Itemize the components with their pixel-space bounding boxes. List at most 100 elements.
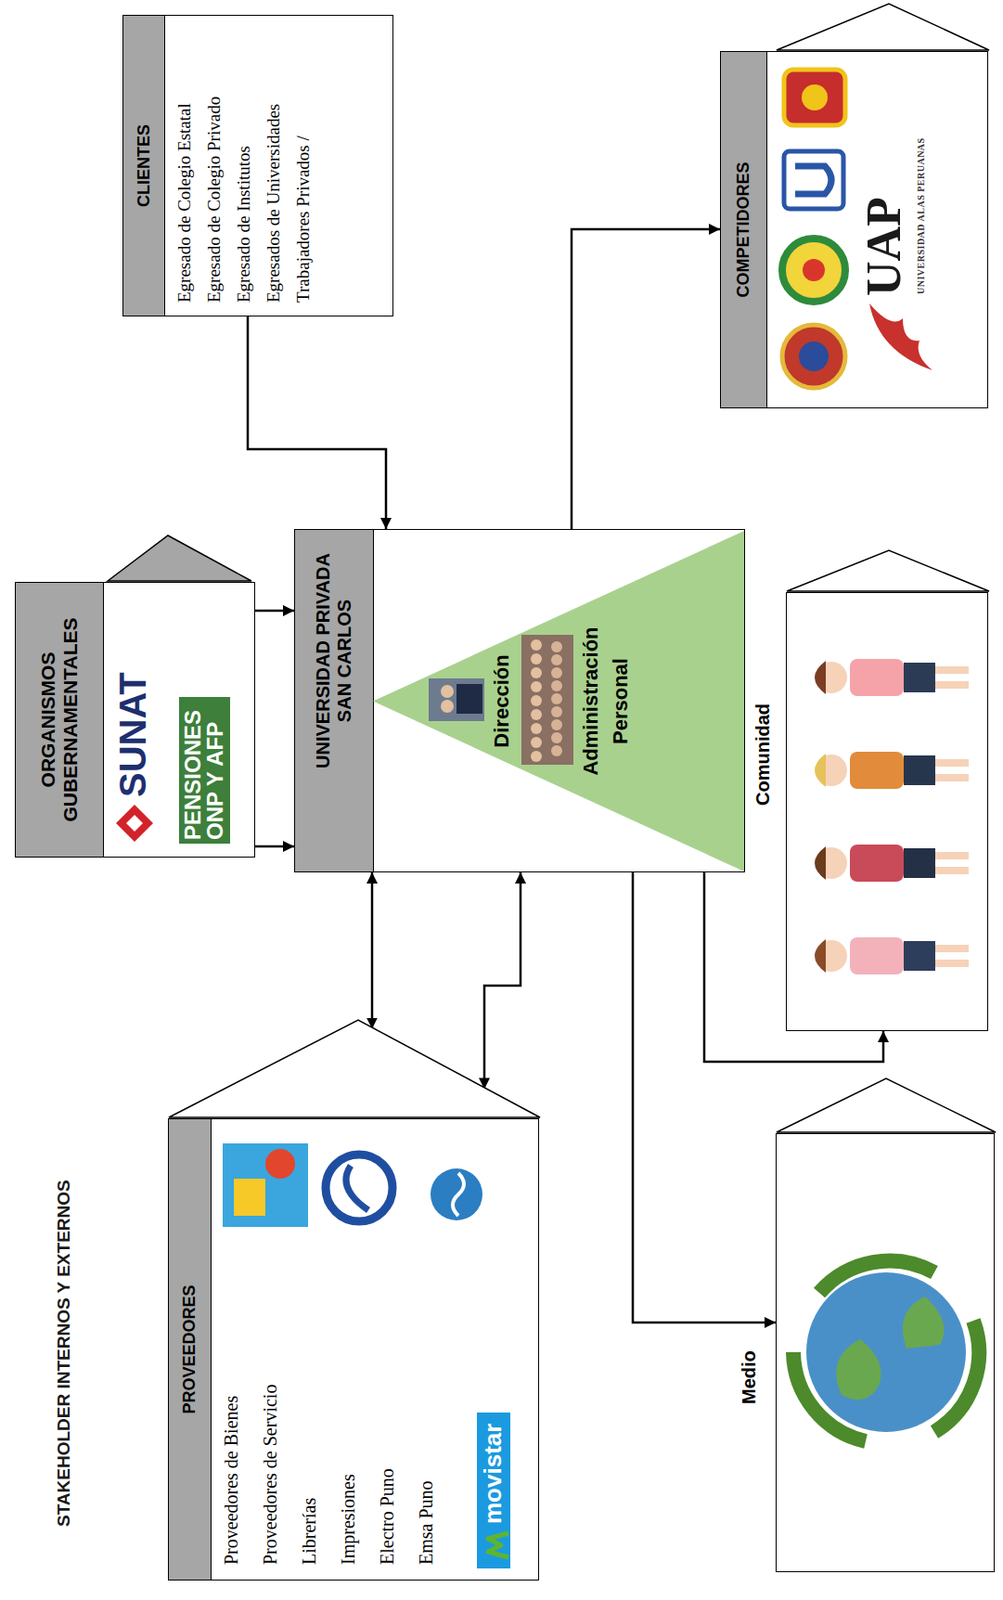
logo-text: PENSIONES ONP Y AFP: [179, 696, 231, 844]
header-label: CLIENTES: [134, 15, 155, 316]
person-hair: [814, 753, 826, 787]
connector: [371, 872, 374, 1029]
photo-person: [530, 653, 542, 665]
university-crest: [795, 166, 832, 194]
photo-person: [440, 684, 454, 698]
list-item: Librerías: [298, 1248, 321, 1565]
person-leg: [935, 866, 969, 875]
person-hair: [814, 938, 826, 973]
university-crest: [784, 69, 846, 126]
list-item: Emsa Puno: [415, 1248, 438, 1565]
group-heading: Medio: [737, 1350, 760, 1404]
stakeholder-box: ORGANISMOS GUBERNAMENTALES SUNAT PENSIONES…: [14, 581, 256, 858]
photo: [428, 678, 485, 721]
photo-person: [551, 706, 563, 718]
photo-person: [530, 681, 542, 693]
person-skirt: [903, 848, 936, 878]
university-crest: [784, 151, 844, 209]
header-label: ORGANISMOS GUBERNAMENTALES: [37, 582, 82, 857]
globe-land: [835, 1338, 881, 1400]
emsa-logo: [452, 1172, 464, 1216]
list-item: Proveedores de Servicio: [259, 1248, 282, 1565]
list-item: Proveedores de Bienes: [220, 1248, 243, 1565]
stakeholder-box: CLIENTES Egresado de Colegio Estatal Egres…: [122, 14, 394, 317]
person-body: [849, 751, 904, 789]
person-head: [815, 661, 848, 694]
uap-wing: [869, 303, 933, 371]
house-roof: [776, 3, 990, 51]
person-head: [815, 939, 848, 972]
person-leg: [935, 773, 969, 782]
group-label: Personal: [608, 530, 632, 872]
stakeholder-box: Medio: [775, 1132, 995, 1572]
person-leg: [935, 851, 969, 860]
node-illustration: [776, 1131, 996, 1571]
person-skirt: [903, 940, 936, 971]
connector: [255, 609, 295, 613]
list-item: Egresados de Universidades: [262, 24, 285, 303]
node-illustration: [372, 530, 745, 872]
house-roof: [168, 1019, 541, 1118]
cove-logo: [233, 1178, 266, 1216]
list-item: Trabajadores Privados /: [292, 24, 315, 303]
connector: [632, 872, 776, 1323]
person-hair: [814, 660, 826, 695]
company-logo: [325, 1154, 393, 1222]
node-illustration: [786, 591, 990, 1030]
university-crest: [798, 341, 829, 372]
movistar-m: [484, 1530, 511, 1559]
person-body: [849, 844, 904, 882]
person-body: [849, 937, 904, 975]
connector: [484, 872, 521, 1089]
connector: [571, 229, 721, 529]
connector: [247, 316, 386, 529]
connector: [255, 845, 295, 849]
university-crest: [782, 238, 846, 302]
photo-person: [456, 683, 483, 714]
photo-person: [551, 719, 563, 731]
photo-person: [551, 732, 563, 744]
recycle-arrow: [934, 1320, 979, 1432]
person-hair: [814, 846, 826, 880]
movistar-m: [488, 1532, 509, 1557]
hierarchy-node: Dirección AdministraciónPersonal: [372, 530, 745, 872]
photo-person: [530, 639, 542, 651]
photo-person: [551, 641, 563, 653]
photo-person: [551, 693, 563, 705]
company-logo: [346, 1165, 369, 1210]
person-skirt: [903, 755, 936, 785]
header-label: UNIVERSIDAD PRIVADA SAN CARLOS: [312, 533, 356, 788]
person-leg: [935, 959, 969, 967]
person-skirt: [903, 662, 936, 693]
logo-text: UNIVERSIDAD ALAS PERUANAS: [915, 137, 927, 295]
university-crest: [802, 258, 825, 282]
person-leg: [935, 681, 969, 689]
photo-person: [551, 654, 563, 666]
person-leg: [935, 758, 969, 767]
stakeholder-box: COMPETIDORESUAPUNIVERSIDAD ALAS PERUANAS: [720, 51, 989, 409]
group-label: Dirección: [489, 530, 514, 872]
photo: [521, 634, 574, 765]
list-item: Egresado de Institutos: [232, 24, 256, 303]
recycle-arrow: [793, 1351, 866, 1441]
emsa-logo: [430, 1168, 483, 1221]
group-label: Administración: [578, 530, 603, 872]
photo-person: [440, 699, 454, 713]
list-item: Egresado de Colegio Estatal: [173, 24, 196, 303]
university-crest: [782, 324, 846, 388]
photo-person: [551, 745, 563, 757]
person-head: [815, 847, 848, 879]
photo-person: [530, 722, 542, 734]
sunat-icon: [126, 814, 143, 832]
photo-person: [530, 708, 542, 721]
photo-person: [530, 736, 542, 748]
photo-person: [530, 694, 542, 707]
logo-text: SUNAT: [114, 671, 152, 798]
photo-person: [530, 667, 542, 679]
person-leg: [935, 944, 969, 952]
list-item: Impresiones: [337, 1248, 360, 1565]
sunat-icon: [115, 804, 154, 842]
header-label: PROVEEDORES: [180, 1118, 200, 1580]
house-roof: [786, 550, 990, 592]
